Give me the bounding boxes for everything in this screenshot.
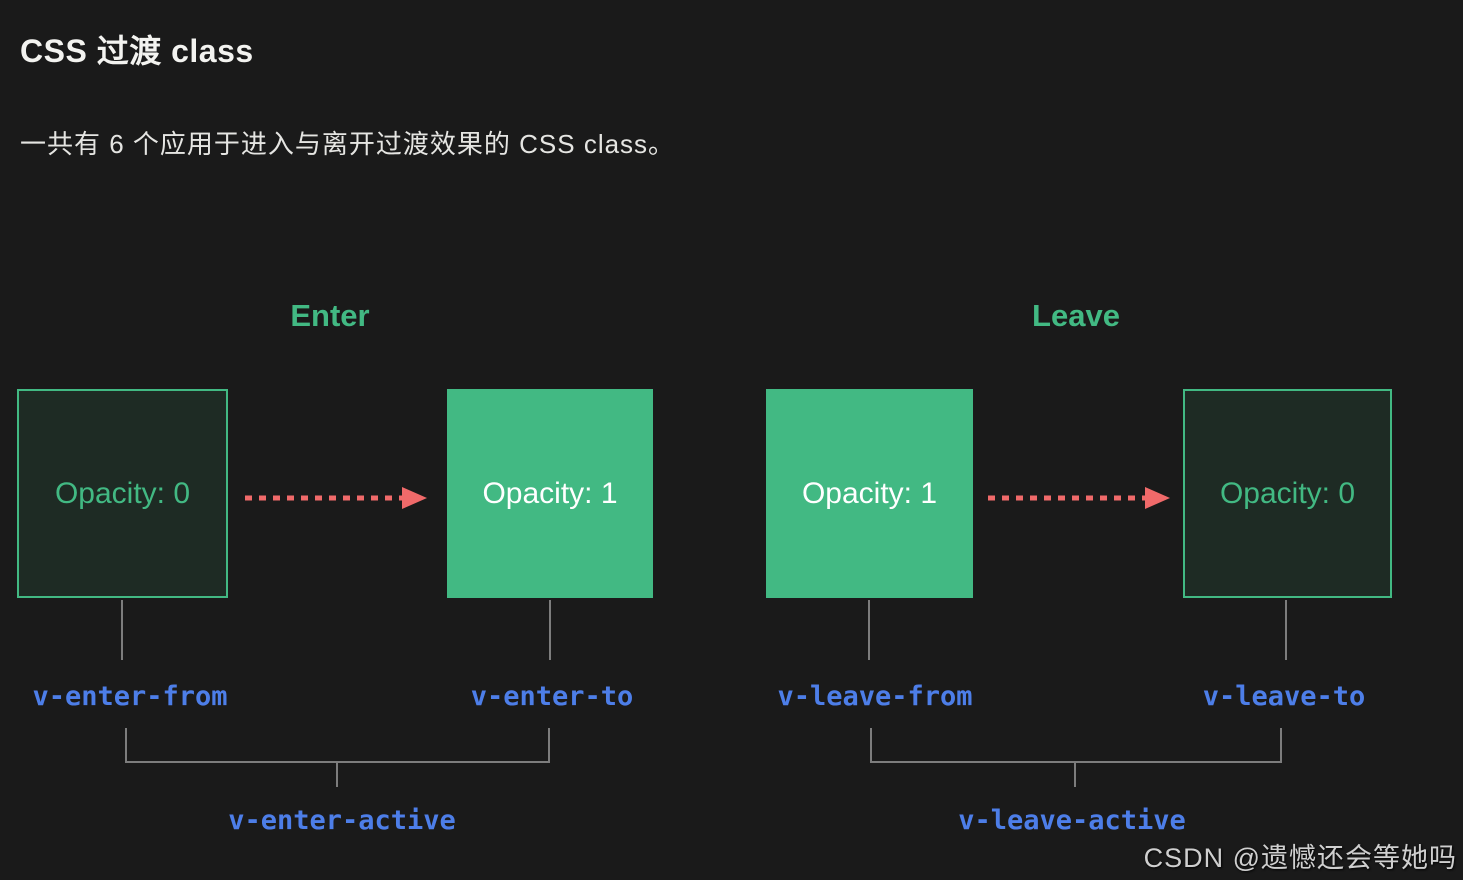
- enter-bracket-stem-line: [336, 762, 338, 787]
- enter-to-box: Opacity: 1: [447, 389, 653, 598]
- connector-line: [121, 600, 123, 660]
- leave-from-class-label: v-leave-from: [777, 681, 973, 712]
- enter-active-class-label: v-enter-active: [228, 805, 456, 836]
- csdn-watermark: CSDN @遗憾还会等她吗: [1143, 843, 1457, 873]
- leave-active-class-label: v-leave-active: [958, 805, 1186, 836]
- leave-to-class-label: v-leave-to: [1202, 681, 1366, 712]
- leave-to-box: Opacity: 0: [1183, 389, 1392, 598]
- connector-line: [1285, 600, 1287, 660]
- intro-text: 一共有 6 个应用于进入与离开过渡效果的 CSS class。: [20, 129, 676, 159]
- dashed-arrow-right-icon: [245, 487, 427, 509]
- leave-bracket-stem-line: [1074, 762, 1076, 787]
- dashed-arrow-right-icon: [988, 487, 1170, 509]
- leave-section-heading: Leave: [1032, 298, 1120, 333]
- connector-line: [868, 600, 870, 660]
- enter-section-heading: Enter: [290, 298, 370, 333]
- enter-from-class-label: v-enter-from: [32, 681, 228, 712]
- page-title: CSS 过渡 class: [20, 33, 254, 69]
- enter-bracket-line: [125, 728, 550, 763]
- connector-line: [549, 600, 551, 660]
- enter-from-box: Opacity: 0: [17, 389, 228, 598]
- leave-from-box: Opacity: 1: [766, 389, 973, 598]
- leave-bracket-line: [870, 728, 1282, 763]
- enter-to-class-label: v-enter-to: [470, 681, 634, 712]
